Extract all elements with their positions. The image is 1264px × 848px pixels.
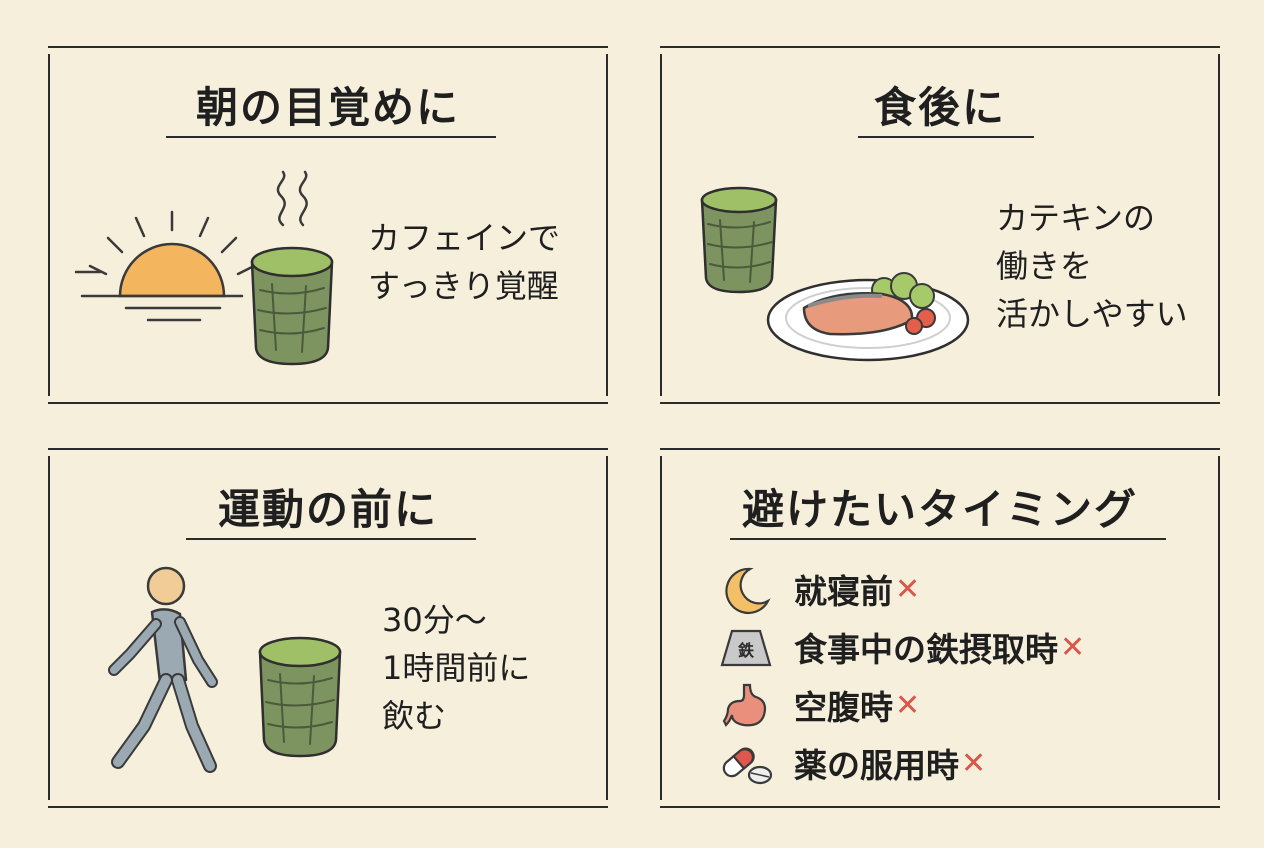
list-item: 鉄 食事中の鉄摂取時 ✕	[720, 618, 1085, 676]
title-underline	[858, 136, 1034, 138]
panel-title: 朝の目覚めに	[195, 83, 460, 132]
tea-cup-icon	[250, 246, 334, 366]
title-underline	[166, 136, 496, 138]
cross-mark: ✕	[961, 745, 987, 781]
panel-morning: 朝の目覚めに カフェインで	[48, 46, 608, 404]
tea-cup-icon	[258, 636, 342, 758]
panel-title: 運動の前に	[217, 485, 438, 534]
title-underline	[186, 538, 476, 540]
cross-mark: ✕	[895, 687, 921, 723]
before-exercise-description: 30分〜 1時間前に 飲む	[382, 601, 531, 735]
cross-mark: ✕	[895, 571, 921, 607]
panel-title: 避けたいタイミング	[741, 485, 1138, 534]
panel-after-meal: 食後に カテキンの 働きを 活かしやすい	[660, 46, 1220, 404]
panel-before-exercise: 運動の前に 30分〜 1時間前に 飲む	[48, 448, 608, 808]
medicine-icon	[720, 739, 773, 787]
list-item: 空腹時 ✕	[720, 676, 1085, 734]
steam-icon	[276, 170, 308, 227]
title-underline	[730, 538, 1166, 540]
panel-avoid-timing: 避けたいタイミング 就寝前 ✕ 鉄 食事中の鉄摂取時 ✕	[660, 448, 1220, 808]
salmon-plate-icon	[766, 272, 970, 362]
tea-cup-icon	[700, 186, 778, 294]
after-meal-description: カテキンの 働きを 活かしやすい	[996, 199, 1188, 333]
svg-text:鉄: 鉄	[738, 641, 754, 660]
sunrise-icon	[74, 210, 256, 322]
walking-person-icon	[108, 566, 218, 773]
cross-mark: ✕	[1060, 629, 1086, 665]
list-item: 薬の服用時 ✕	[720, 734, 1085, 792]
moon-icon	[720, 565, 772, 615]
list-item: 就寝前 ✕	[720, 560, 1085, 618]
stomach-icon	[720, 681, 772, 729]
avoid-list: 就寝前 ✕ 鉄 食事中の鉄摂取時 ✕ 空腹時 ✕	[720, 560, 1085, 792]
iron-weight-icon: 鉄	[720, 623, 772, 671]
morning-description: カフェインで すっきり覚醒	[368, 219, 561, 305]
panel-title: 食後に	[873, 83, 1006, 132]
